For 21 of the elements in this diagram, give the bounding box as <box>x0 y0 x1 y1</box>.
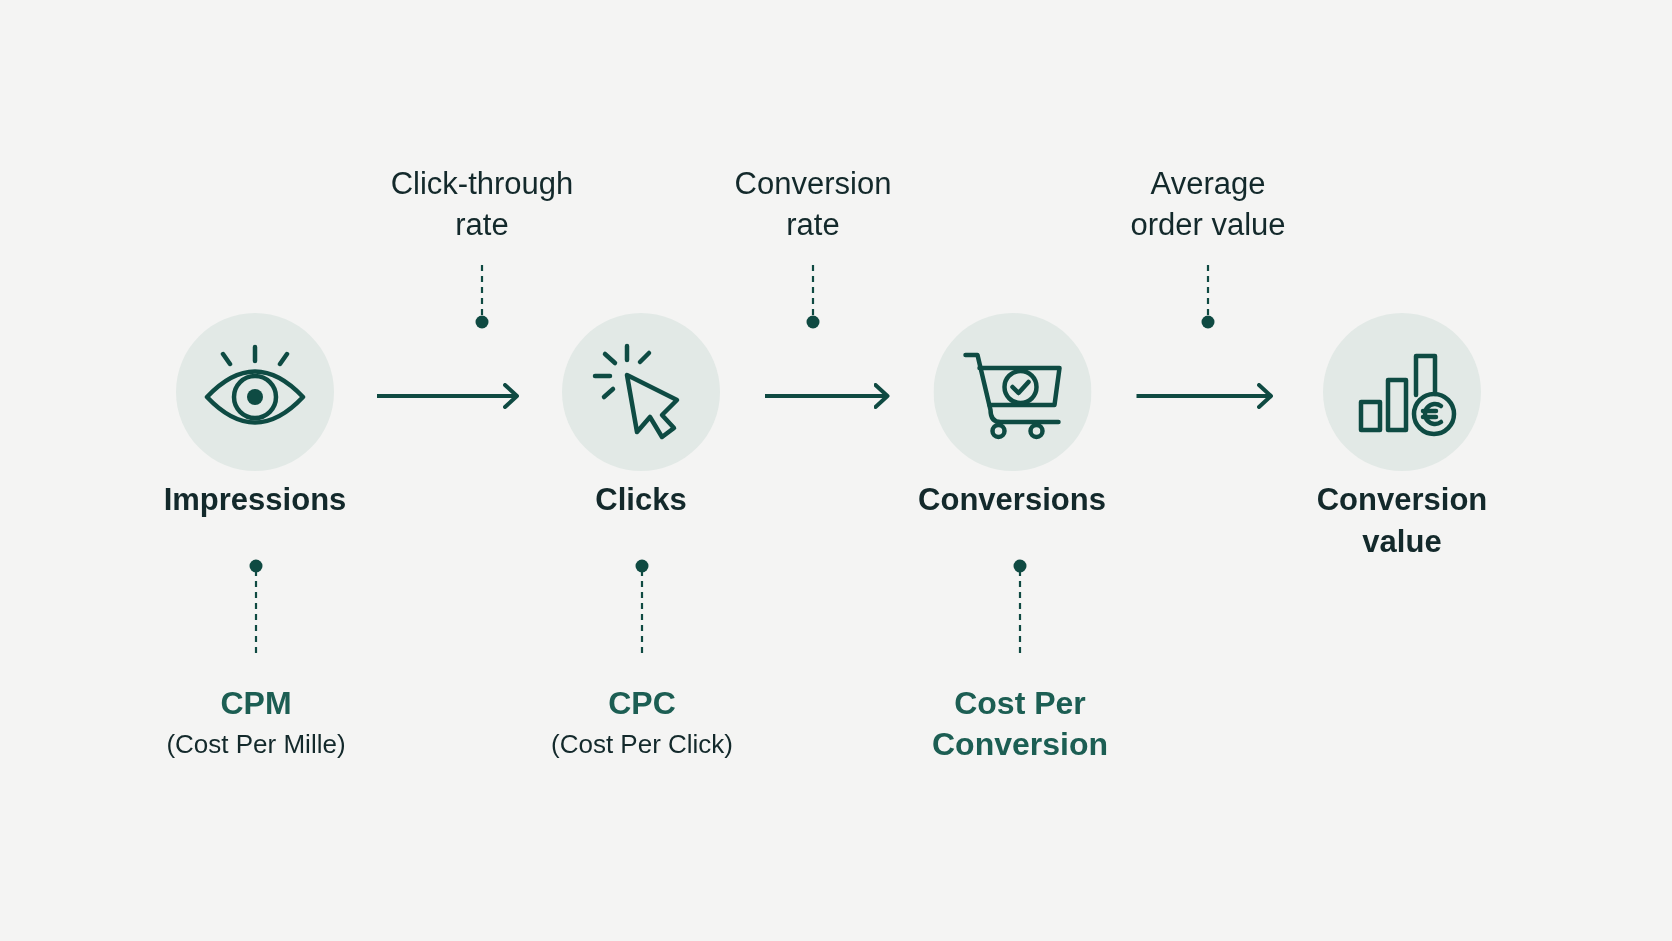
stage-label: Conversions <box>917 481 1107 519</box>
metric-label: Conversion rate <box>734 165 892 244</box>
cost-metric-label: CPM <box>219 684 293 723</box>
cost-metric-description: (Cost Per Mille) <box>165 728 347 760</box>
cost-metric-label: CPC <box>607 684 677 723</box>
arrow <box>765 383 890 409</box>
leader-line <box>1013 559 1027 653</box>
leader-line <box>475 265 489 329</box>
leader-line <box>635 559 649 653</box>
stage-label: Impressions <box>163 481 347 519</box>
leader-line <box>249 559 263 653</box>
cost-metric-label: Cost Per Conversion <box>931 684 1109 764</box>
cost-metric-description: (Cost Per Click) <box>550 728 734 760</box>
leader-line <box>1201 265 1215 329</box>
metric-label: Average order value <box>1129 165 1287 244</box>
arrow <box>1136 383 1273 409</box>
leader-line <box>806 265 820 329</box>
stage-label: Conversion value <box>1316 481 1488 561</box>
stage-label: Clicks <box>594 481 688 519</box>
metric-label: Click-through rate <box>390 165 574 244</box>
arrow <box>377 383 519 409</box>
